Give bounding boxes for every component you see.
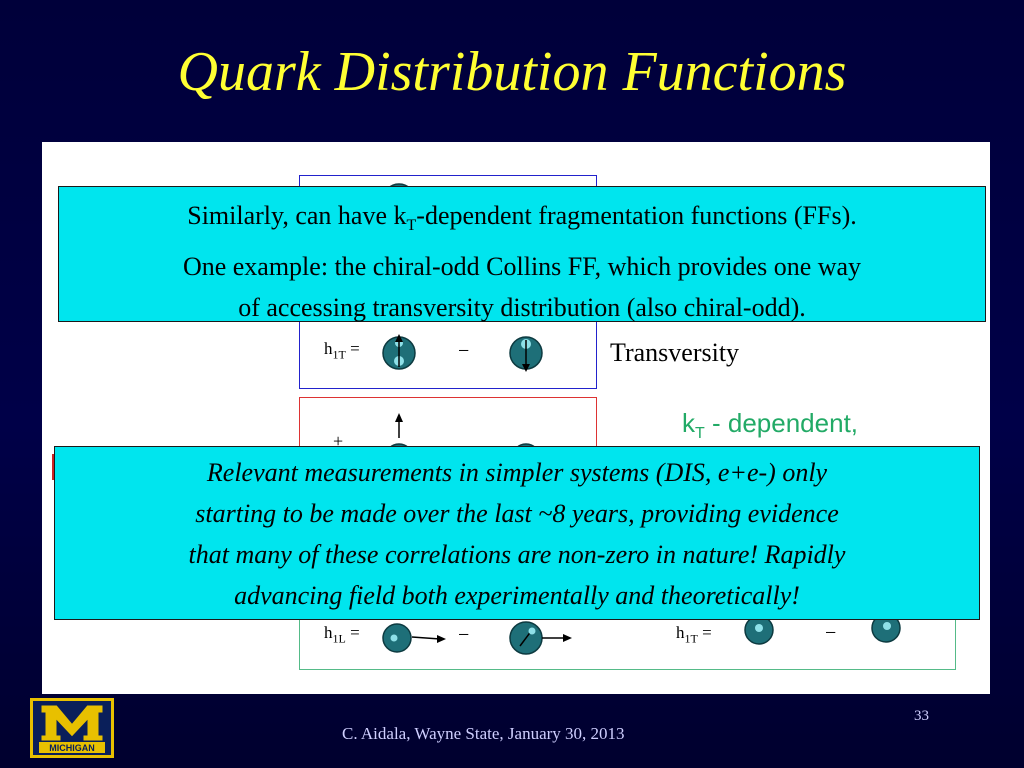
minus-h1T-lower: − bbox=[825, 622, 836, 645]
h1T-upper-eq: = bbox=[350, 339, 360, 358]
h1T-lower-sub: 1T bbox=[685, 631, 698, 645]
h1T-upper-label: h1T = bbox=[324, 339, 360, 362]
page-number: 33 bbox=[914, 708, 929, 725]
fragmentation-callout: Similarly, can have kT-dependent fragmen… bbox=[58, 186, 986, 322]
slide-title: Quark Distribution Functions bbox=[0, 36, 1024, 108]
h1L-label: h1L = bbox=[324, 623, 360, 646]
callout-bottom-line-2: starting to be made over the last ~8 yea… bbox=[55, 493, 979, 534]
kt-dependent-label: kT - dependent, bbox=[682, 408, 858, 443]
callout-top-line-3: of accessing transversity distribution (… bbox=[59, 287, 985, 328]
quark-h1T-lower-left bbox=[745, 616, 773, 644]
callout-top-line-2: One example: the chiral-odd Collins FF, … bbox=[59, 246, 985, 287]
callout-top-line-1-pre: Similarly, can have k bbox=[187, 201, 406, 230]
h1T-lower-eq: = bbox=[702, 623, 712, 642]
callout-top-line-1-post: -dependent fragmentation functions (FFs)… bbox=[416, 201, 856, 230]
michigan-m-icon: MICHIGAN bbox=[33, 701, 111, 755]
callout-bottom-line-3: that many of these correlations are non-… bbox=[55, 534, 979, 575]
h1T-lower-label: h1T = bbox=[676, 623, 712, 646]
h1L-eq: = bbox=[350, 623, 360, 642]
measurements-callout: Relevant measurements in simpler systems… bbox=[54, 446, 980, 620]
h1T-upper-base: h bbox=[324, 339, 333, 358]
h1L-base: h bbox=[324, 623, 333, 642]
callout-bottom-line-4: advancing field both experimentally and … bbox=[55, 575, 979, 616]
quark-up-left bbox=[383, 334, 415, 369]
callout-top-line-1: Similarly, can have kT-dependent fragmen… bbox=[59, 195, 985, 246]
footer-text: C. Aidala, Wayne State, January 30, 2013 bbox=[342, 724, 625, 744]
minus-h1L: − bbox=[458, 624, 469, 647]
quark-up-right bbox=[510, 337, 542, 372]
callout-top-line-1-sub: T bbox=[407, 217, 417, 234]
kt-base: k bbox=[682, 408, 695, 438]
h1T-lower-base: h bbox=[676, 623, 685, 642]
quark-h1L-right bbox=[510, 622, 572, 654]
h1T-upper-sub: 1T bbox=[333, 347, 346, 361]
minus-upper: − bbox=[458, 340, 469, 363]
michigan-logo: MICHIGAN bbox=[30, 698, 114, 758]
kt-sub: T bbox=[695, 425, 705, 442]
h1L-sub: 1L bbox=[333, 631, 346, 645]
callout-bottom-line-1: Relevant measurements in simpler systems… bbox=[55, 452, 979, 493]
quark-h1L-left bbox=[383, 624, 446, 652]
transversity-label: Transversity bbox=[610, 338, 739, 368]
logo-text: MICHIGAN bbox=[49, 743, 95, 753]
kt-rest: - dependent, bbox=[705, 408, 858, 438]
